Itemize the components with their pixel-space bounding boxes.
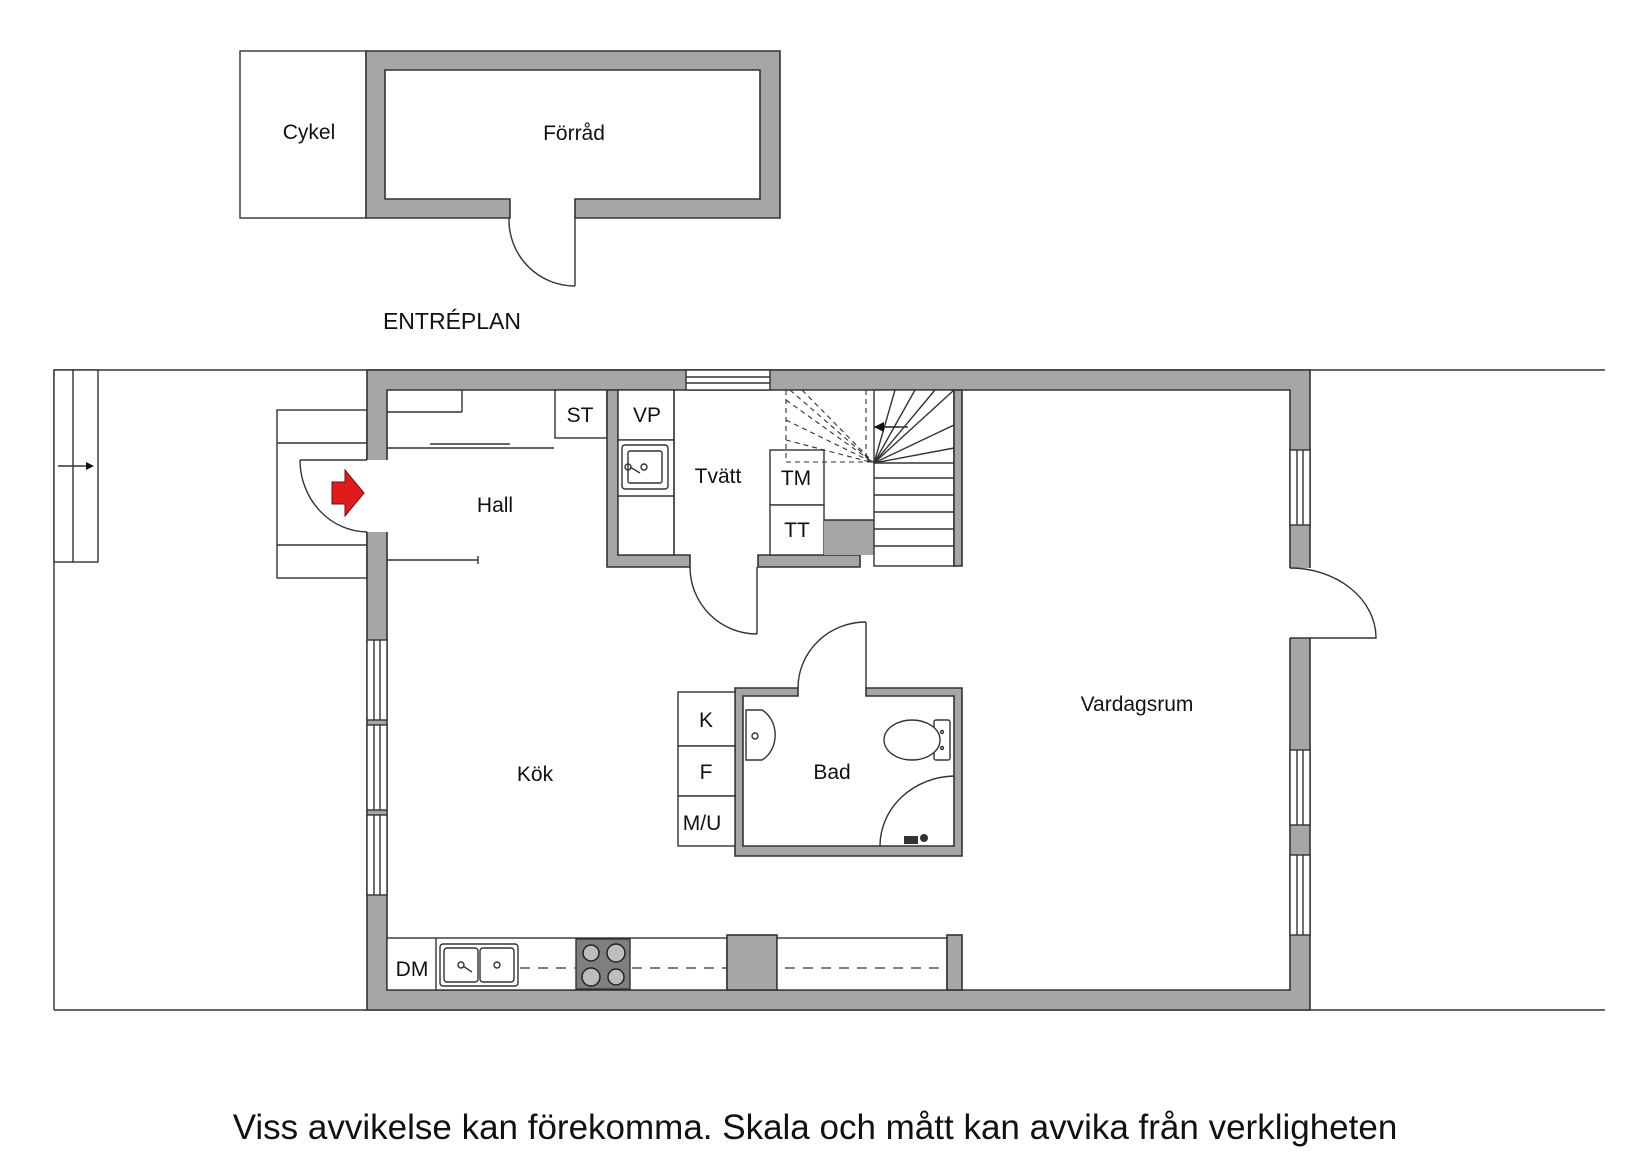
room-label-tvatt: Tvätt [695, 465, 742, 488]
st-cabinet [554, 389, 608, 439]
stove-icon [575, 938, 631, 990]
sink-icon [439, 943, 519, 987]
bathroom-walls [734, 687, 963, 857]
storage-door [508, 217, 576, 287]
toilet-icon [883, 719, 951, 761]
fixture-label-mu: M/U [683, 812, 722, 835]
storage-building [239, 50, 781, 287]
fixture-label-f: F [700, 761, 713, 784]
staircase [785, 389, 955, 567]
fixture-label-st: ST [567, 404, 594, 427]
room-label-bad: Bad [813, 761, 850, 784]
fixture-label-tm: TM [781, 467, 811, 490]
disclaimer: Viss avvikelse kan förekomma. Skala och … [233, 1108, 1398, 1147]
laundry-door [689, 566, 758, 635]
entrance-arrow-icon [331, 468, 365, 518]
fixture-label-k: K [699, 709, 713, 732]
exterior-walls [366, 369, 1311, 1011]
shower-mixer-icon [879, 775, 955, 847]
laundry-sink-icon [621, 444, 669, 490]
windows [366, 369, 1311, 936]
fixture-label-tt: TT [784, 519, 810, 542]
hall-wardrobe [387, 390, 554, 564]
room-label-hall: Hall [477, 494, 513, 517]
fixture-label-dm: DM [396, 958, 429, 981]
bike-shelter [239, 50, 367, 219]
room-label-forrad: Förråd [543, 122, 605, 145]
washbasin-icon [745, 709, 776, 761]
room-label-kok: Kök [517, 763, 554, 786]
section-title: ENTRÉPLAN [383, 308, 521, 334]
room-label-cykel: Cykel [283, 121, 336, 144]
fixture-label-vp: VP [633, 404, 661, 427]
bathroom-door [797, 621, 867, 689]
living-room-door [1289, 567, 1377, 639]
room-label-vardagsrum: Vardagsrum [1081, 693, 1194, 716]
storage-walls [365, 50, 781, 219]
site-lines [53, 369, 1605, 1011]
stair-direction-arrow-icon [874, 422, 908, 432]
front-door [299, 459, 388, 533]
